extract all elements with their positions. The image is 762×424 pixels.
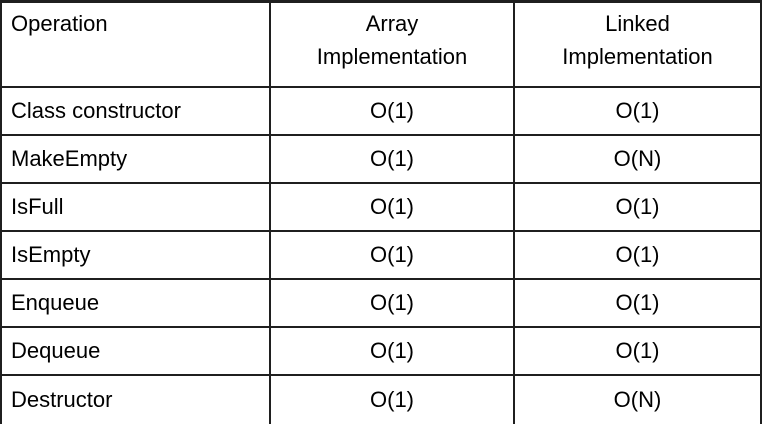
cell-linked-complexity: O(1) [513,86,762,136]
cell-array-complexity: O(1) [269,86,515,136]
cell-operation: IsFull [0,182,271,232]
cell-operation: MakeEmpty [0,134,271,184]
cell-linked-complexity: O(1) [513,230,762,280]
cell-linked-complexity: O(1) [513,182,762,232]
cell-linked-complexity: O(N) [513,134,762,184]
cell-linked-complexity: O(N) [513,374,762,424]
cell-linked-complexity: O(1) [513,278,762,328]
cell-operation: IsEmpty [0,230,271,280]
cell-array-complexity: O(1) [269,374,515,424]
cell-operation: Enqueue [0,278,271,328]
cell-array-complexity: O(1) [269,134,515,184]
table-row: IsFull O(1) O(1) [0,182,762,232]
cell-array-complexity: O(1) [269,278,515,328]
table-row: MakeEmpty O(1) O(N) [0,134,762,184]
table-row: Class constructor O(1) O(1) [0,86,762,136]
cell-linked-complexity: O(1) [513,326,762,376]
header-row: Operation Array Implementation Linked Im… [0,0,762,88]
column-header-linked-implementation: Linked Implementation [513,0,762,88]
column-header-array-implementation: Array Implementation [269,0,515,88]
table-row: IsEmpty O(1) O(1) [0,230,762,280]
cell-operation: Dequeue [0,326,271,376]
cell-array-complexity: O(1) [269,182,515,232]
cell-array-complexity: O(1) [269,326,515,376]
table-row: Dequeue O(1) O(1) [0,326,762,376]
table-row: Destructor O(1) O(N) [0,374,762,424]
cell-operation: Destructor [0,374,271,424]
table-row: Enqueue O(1) O(1) [0,278,762,328]
cell-array-complexity: O(1) [269,230,515,280]
cell-operation: Class constructor [0,86,271,136]
column-header-operation: Operation [0,0,271,88]
